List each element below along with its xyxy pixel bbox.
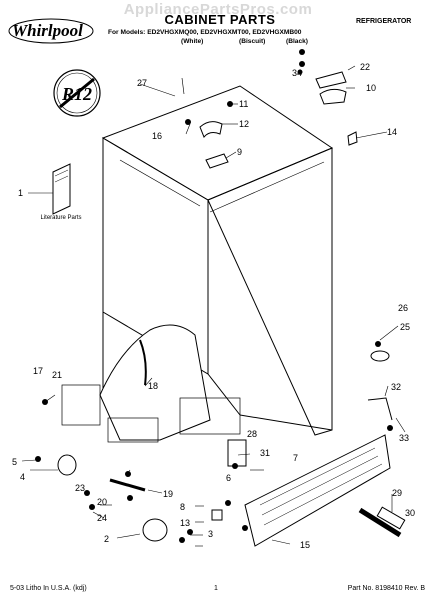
screw-icons (35, 49, 393, 543)
callout-16: 16 (152, 131, 162, 141)
callout-23: 23 (75, 483, 85, 493)
footer-page-number: 1 (214, 585, 218, 592)
machine-compartment (61, 324, 247, 467)
callout-17: 17 (33, 366, 43, 376)
page-title: CABINET PARTS (164, 12, 276, 27)
callout-25: 25 (400, 322, 410, 332)
callout-34: 34 (292, 68, 302, 78)
footer-print-info: 5-03 Litho In U.S.A. (kdj) (10, 585, 87, 592)
callout-12: 12 (239, 119, 249, 129)
callout-18: 18 (148, 381, 158, 391)
callout-2: 2 (104, 534, 109, 544)
literature-parts-label: Literature Parts (40, 215, 81, 221)
callout-28: 28 (247, 429, 257, 439)
watermark-text: AppliancePartsPros.com (123, 1, 313, 18)
base-grille (244, 397, 393, 547)
callout-21: 21 (52, 370, 62, 380)
callout-27: 27 (137, 78, 147, 88)
r12-badge (53, 69, 101, 117)
callout-30: 30 (405, 508, 415, 518)
filter-tube (358, 506, 406, 538)
literature-parts (52, 163, 71, 215)
callout-29: 29 (392, 488, 402, 498)
callout-22: 22 (360, 62, 370, 72)
callout-5: 5 (12, 457, 17, 467)
callout-33: 33 (399, 433, 409, 443)
callout-20: 20 (97, 497, 107, 507)
callout-10: 10 (366, 83, 376, 93)
logo-swirl-icon (8, 18, 94, 44)
callout-11: 11 (239, 99, 248, 109)
logo-brand-text: Whirlpool (12, 21, 83, 40)
callout-3: 3 (208, 529, 213, 539)
whirlpool-logo: Whirlpool (8, 18, 94, 44)
callout-6: 6 (226, 473, 231, 483)
callout-19: 19 (163, 489, 173, 499)
variant-biscuit: (Biscuit) (239, 38, 266, 45)
leader-lines (21, 65, 406, 547)
hinge-parts (199, 71, 390, 362)
callout-1: 1 (18, 188, 23, 198)
callout-15: 15 (300, 540, 310, 550)
lower-left-hardware (57, 454, 223, 542)
callout-13: 13 (180, 518, 190, 528)
callout-7: 7 (293, 453, 298, 463)
callout-9: 9 (237, 147, 242, 157)
callout-4: 4 (20, 472, 25, 482)
callout-14: 14 (387, 127, 397, 137)
footer-part-number: Part No. 8198410 Rev. B (347, 585, 425, 592)
variant-white: (White) (181, 38, 204, 45)
callout-32: 32 (391, 382, 401, 392)
callout-26: 26 (398, 303, 408, 313)
variant-black: (Black) (286, 38, 308, 45)
callout-31: 31 (260, 448, 270, 458)
callout-24: 24 (97, 513, 107, 523)
models-line: For Models: ED2VHGXMQ00, ED2VHGXMT00, ED… (108, 29, 302, 36)
callout-8: 8 (180, 502, 185, 512)
category-label: REFRIGERATOR (356, 18, 412, 25)
r12-badge-text: R12 (61, 84, 92, 104)
